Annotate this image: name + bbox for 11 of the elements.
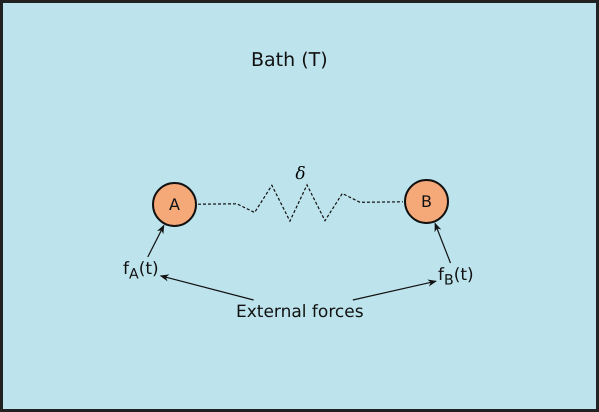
spring-connector <box>198 184 403 222</box>
force-label: f$_{A}$(t) <box>123 259 159 282</box>
arrow <box>352 279 437 301</box>
arrow <box>147 224 164 258</box>
arrow <box>434 222 452 264</box>
particle-circle: B <box>404 179 449 224</box>
particle-circle: A <box>152 182 197 227</box>
bath-label: Bath (T) <box>251 49 328 71</box>
force-label: f$_{B}$(t) <box>438 265 474 288</box>
external-forces-label: External forces <box>236 302 364 322</box>
arrow <box>160 274 254 301</box>
